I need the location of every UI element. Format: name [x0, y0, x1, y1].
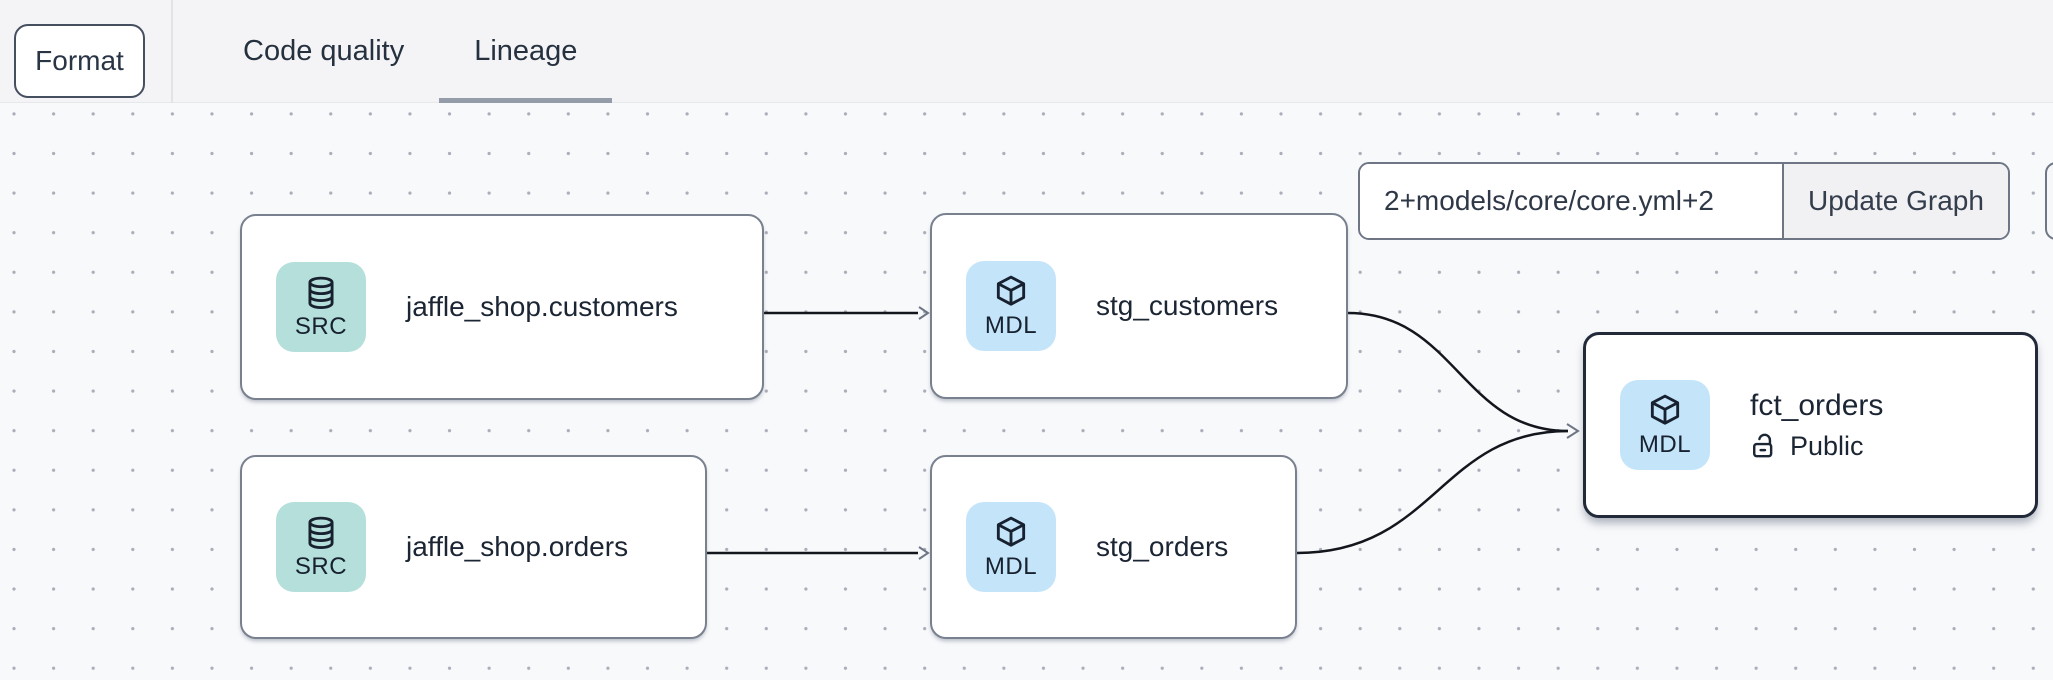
- node-label: stg_orders: [1096, 531, 1229, 562]
- node-label: jaffle_shop.orders: [406, 531, 629, 562]
- model-badge: MDL: [1620, 380, 1710, 470]
- badge-label: SRC: [294, 552, 348, 580]
- node-label: fct_orders: [1750, 388, 1884, 422]
- edge-stgcustomers-to-fct: [1347, 311, 1569, 433]
- node-jaffle-shop-customers[interactable]: SRC jaffle_shop.customers: [240, 214, 764, 400]
- edges-layer: [707, 306, 1580, 560]
- database-icon: [308, 276, 334, 309]
- cube-icon: [996, 275, 1026, 306]
- model-badge: MDL: [966, 261, 1056, 351]
- node-jaffle-shop-orders[interactable]: SRC jaffle_shop.orders: [240, 455, 707, 639]
- node-access-row: Public: [1750, 431, 1883, 462]
- node-label: stg_customers: [1096, 290, 1279, 321]
- arrowhead-icon: [1566, 423, 1580, 439]
- source-badge: SRC: [276, 502, 366, 592]
- badge-label: MDL: [984, 311, 1038, 339]
- selector-input[interactable]: [1360, 164, 1782, 238]
- arrowhead-icon: [918, 306, 930, 320]
- lineage-selector-group: Update Graph: [1358, 162, 2010, 240]
- node-stg-orders[interactable]: MDL stg_orders: [930, 455, 1297, 639]
- unlock-icon: [1753, 433, 1773, 457]
- view-tabs: Code quality Lineage: [208, 0, 613, 103]
- arrowhead-icon: [918, 546, 930, 560]
- cube-icon: [1650, 394, 1680, 425]
- edge-stgorders-to-fct: [1296, 429, 1569, 555]
- lineage-canvas[interactable]: SRC jaffle_shop.customers MDL stg_custom…: [0, 103, 2053, 680]
- source-badge: SRC: [276, 262, 366, 352]
- update-graph-button[interactable]: Update Graph: [1782, 164, 2008, 238]
- model-badge: MDL: [966, 502, 1056, 592]
- node-stg-customers[interactable]: MDL stg_customers: [930, 213, 1348, 399]
- tab-code-quality[interactable]: Code quality: [243, 35, 405, 67]
- top-toolbar: Format Code quality Lineage: [0, 0, 2053, 103]
- node-fct-orders[interactable]: MDL fct_orders Public: [1583, 332, 2038, 518]
- badge-label: MDL: [1638, 430, 1692, 458]
- toolbar-divider: [171, 0, 173, 103]
- badge-label: SRC: [294, 312, 348, 340]
- badge-label: MDL: [984, 552, 1038, 580]
- clipped-right-button[interactable]: [2045, 162, 2053, 240]
- node-body: fct_orders Public: [1750, 389, 1883, 462]
- cube-icon: [996, 516, 1026, 547]
- database-icon: [308, 516, 334, 549]
- format-button[interactable]: Format: [14, 24, 145, 98]
- tab-lineage[interactable]: Lineage: [439, 0, 613, 103]
- access-label: Public: [1790, 430, 1864, 461]
- node-label: jaffle_shop.customers: [406, 291, 678, 322]
